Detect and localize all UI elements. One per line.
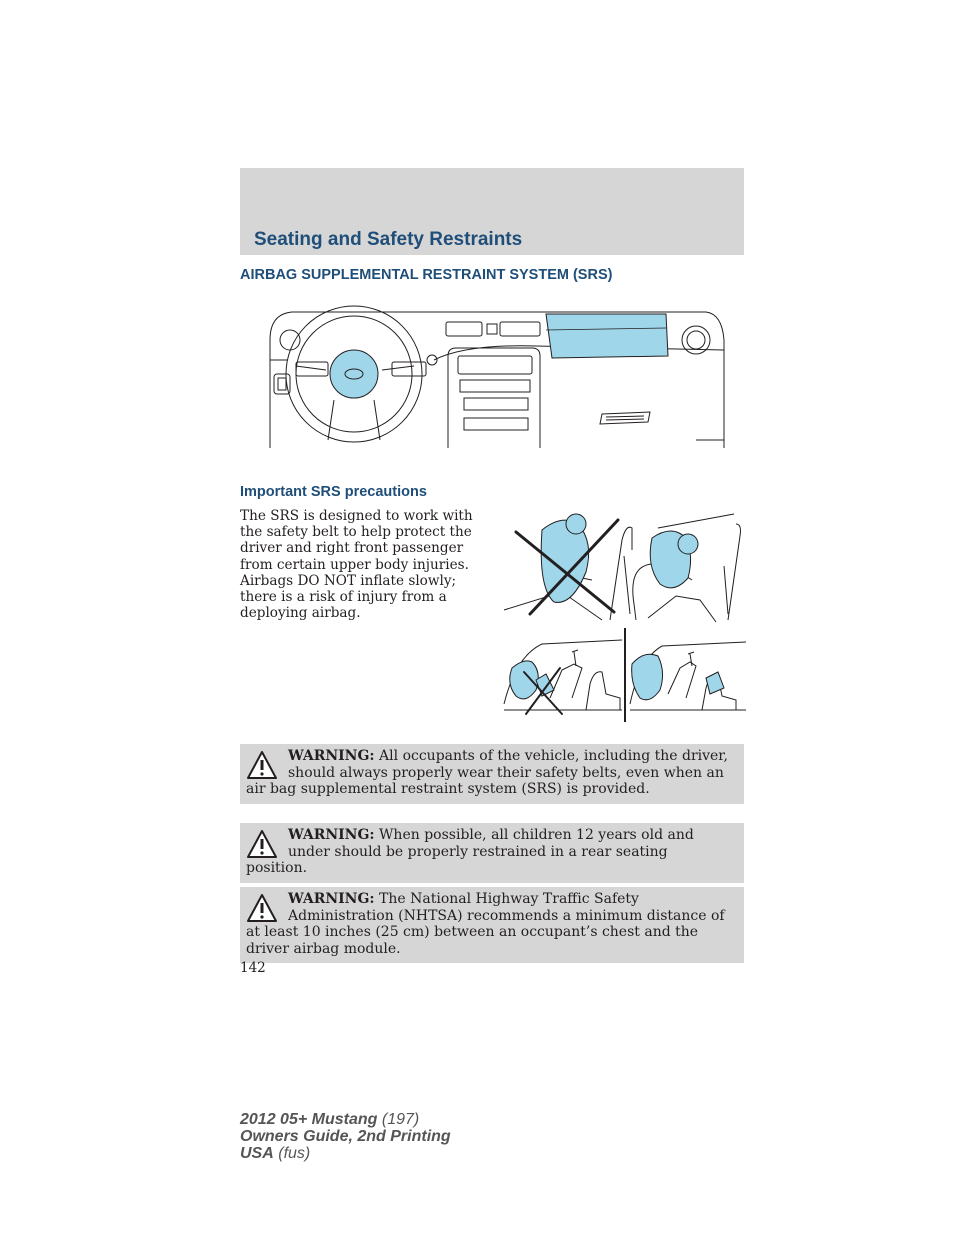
warning-box-seatbelts: WARNING: All occupants of the vehicle, i… <box>240 744 744 804</box>
warning-text: When possible, all children 12 years old… <box>246 827 694 876</box>
warning-label: WARNING: <box>288 891 375 907</box>
warning-triangle-icon <box>247 751 277 779</box>
warning-text: The National Highway Traffic Safety Admi… <box>246 891 725 957</box>
footer-edition: Owners Guide, 2nd Printing <box>240 1128 451 1145</box>
footer-model-code: (197) <box>381 1111 420 1128</box>
dashboard-illustration <box>269 305 725 448</box>
warning-triangle-icon <box>247 894 277 922</box>
page-title: Seating and Safety Restraints <box>254 229 523 250</box>
child-seat-position-illustration <box>503 628 746 722</box>
warning-box-children: WARNING: When possible, all children 12 … <box>240 823 744 883</box>
warning-box-distance: WARNING: The National Highway Traffic Sa… <box>240 887 744 963</box>
warning-label: WARNING: <box>288 748 375 764</box>
warning-text: All occupants of the vehicle, including … <box>246 748 728 797</box>
footer-market-code: (fus) <box>278 1145 311 1162</box>
document-footer: 2012 05+ Mustang (197) Owners Guide, 2nd… <box>240 1111 451 1162</box>
precautions-body: The SRS is designed to work with the saf… <box>240 508 473 622</box>
footer-model: 2012 05+ Mustang <box>240 1111 378 1128</box>
section-heading: AIRBAG SUPPLEMENTAL RESTRAINT SYSTEM (SR… <box>240 267 613 283</box>
page-number: 142 <box>240 960 266 976</box>
cross-out-icon <box>523 667 563 715</box>
header-band: Seating and Safety Restraints <box>240 168 744 255</box>
warning-label: WARNING: <box>288 827 375 843</box>
precautions-heading: Important SRS precautions <box>240 484 427 500</box>
warning-triangle-icon <box>247 830 277 858</box>
cross-out-icon <box>514 518 620 616</box>
footer-market: USA <box>240 1145 274 1162</box>
occupant-position-illustration <box>503 513 741 623</box>
